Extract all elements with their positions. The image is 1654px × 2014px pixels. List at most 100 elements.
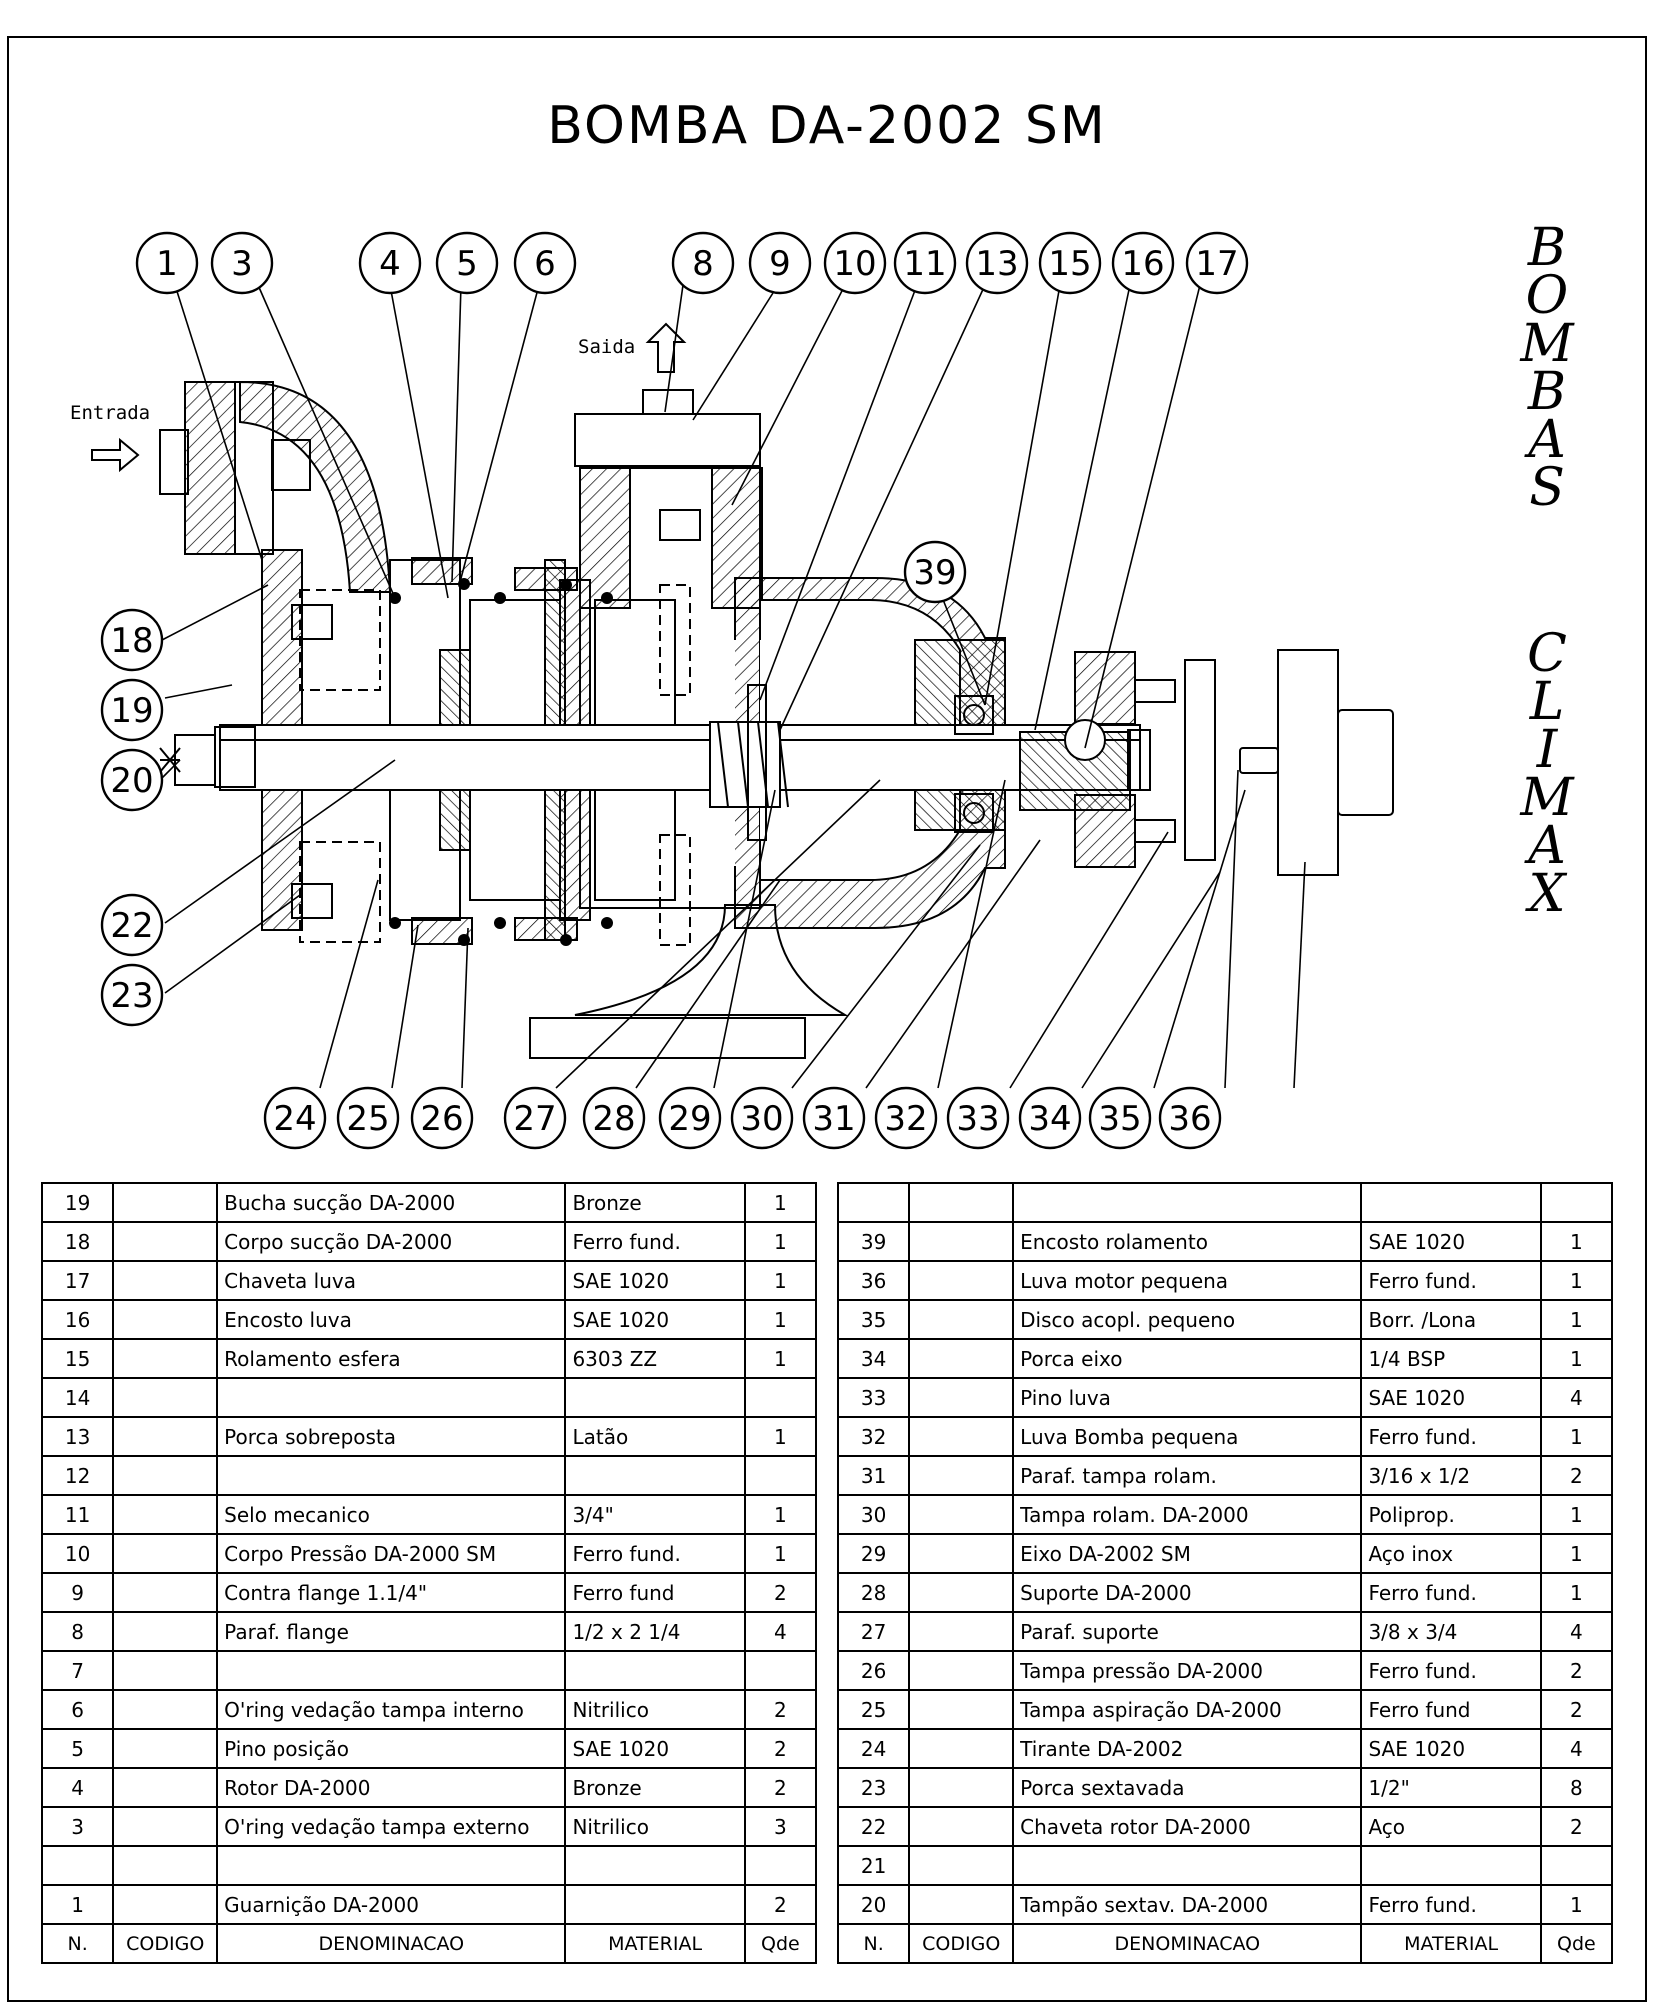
balloon-32: 32 [874,1086,938,1150]
svg-text:17: 17 [1195,244,1238,284]
svg-text:31: 31 [812,1099,855,1139]
cell-material: Ferro fund. [564,1221,746,1262]
svg-text:27: 27 [513,1099,556,1139]
cell-material [564,1884,746,1925]
cell-material: Ferro fund [1360,1689,1542,1730]
svg-text:39: 39 [913,553,956,593]
cell-n: 30 [836,1494,911,1535]
svg-text:30: 30 [740,1099,783,1139]
cell-denominacao: Disco acopl. pequeno [1012,1299,1363,1340]
cell-material: 1/2 x 2 1/4 [564,1611,746,1652]
cell-codigo [908,1806,1015,1847]
balloon-15: 15 [1038,231,1102,295]
cell-codigo [112,1845,219,1886]
cell-material: SAE 1020 [564,1299,746,1340]
cell-qde: 1 [743,1221,818,1262]
cell-n: 36 [836,1260,911,1301]
cell-qde: 1 [743,1299,818,1340]
cell-n: 21 [836,1845,911,1886]
balloon-1: 1 [135,231,199,295]
balloon-33: 33 [946,1086,1010,1150]
header-material: MATERIAL [1360,1923,1542,1964]
brand-line-1-letter: B [1527,218,1567,278]
cell-n: 24 [836,1728,911,1769]
balloon-39: 39 [903,540,967,604]
balloon-callout-39: 39 [903,540,967,604]
cell-denominacao: Bucha sucção DA-2000 [216,1182,567,1223]
cell-denominacao [216,1377,567,1418]
cell-denominacao: Luva motor pequena [1012,1260,1363,1301]
balloon-9: 9 [748,231,812,295]
cell-qde [1539,1182,1614,1223]
cell-denominacao: Porca sextavada [1012,1767,1363,1808]
brand-line-2-letter: A [1528,816,1566,876]
cell-material: Aço inox [1360,1533,1542,1574]
cell-material: 1/4 BSP [1360,1338,1542,1379]
cell-n: 12 [40,1455,115,1496]
cell-qde: 2 [743,1689,818,1730]
svg-text:29: 29 [668,1099,711,1139]
svg-text:25: 25 [346,1099,389,1139]
inlet-label: Entrada [70,402,151,424]
cell-denominacao: Tampa aspiração DA-2000 [1012,1689,1363,1730]
cell-material: SAE 1020 [564,1728,746,1769]
cell-n: 39 [836,1221,911,1262]
cell-codigo [908,1221,1015,1262]
cell-denominacao: Corpo sucção DA-2000 [216,1221,567,1262]
cell-denominacao: Rolamento esfera [216,1338,567,1379]
balloon-10: 10 [823,231,887,295]
cell-n: 17 [40,1260,115,1301]
cell-codigo [908,1299,1015,1340]
cell-denominacao: Corpo Pressão DA-2000 SM [216,1533,567,1574]
cell-denominacao: Tampão sextav. DA-2000 [1012,1884,1363,1925]
cell-n: 3 [40,1806,115,1847]
cell-n: 29 [836,1533,911,1574]
cell-material: SAE 1020 [564,1260,746,1301]
svg-text:33: 33 [956,1099,999,1139]
cell-n: 1 [40,1884,115,1925]
cell-material: SAE 1020 [1360,1221,1542,1262]
header-qde: Qde [743,1923,818,1964]
cell-material: Aço [1360,1806,1542,1847]
balloon-30: 30 [730,1086,794,1150]
cell-codigo [112,1689,219,1730]
svg-text:28: 28 [592,1099,635,1139]
cell-codigo [112,1416,219,1457]
cell-material: Ferro fund. [1360,1650,1542,1691]
cell-codigo [908,1572,1015,1613]
cell-codigo [112,1455,219,1496]
cell-n [40,1845,115,1886]
cell-codigo [112,1650,219,1691]
cell-material [564,1455,746,1496]
svg-text:5: 5 [456,244,478,284]
balloon-24: 24 [263,1086,327,1150]
cell-denominacao [1012,1845,1363,1886]
cell-qde: 8 [1539,1767,1614,1808]
cell-denominacao: Chaveta luva [216,1260,567,1301]
balloon-11: 11 [893,231,957,295]
cell-material: 6303 ZZ [564,1338,746,1379]
balloon-8: 8 [671,231,735,295]
svg-text:13: 13 [975,244,1018,284]
balloon-27: 27 [503,1086,567,1150]
brand-line-1-letter: A [1528,410,1566,470]
cell-n: 6 [40,1689,115,1730]
header-denominacao: DENOMINACAO [216,1923,567,1964]
balloon-22: 22 [100,893,164,957]
brand-line-1-letter: O [1525,266,1569,326]
balloon-3: 3 [210,231,274,295]
cell-n: 18 [40,1221,115,1262]
